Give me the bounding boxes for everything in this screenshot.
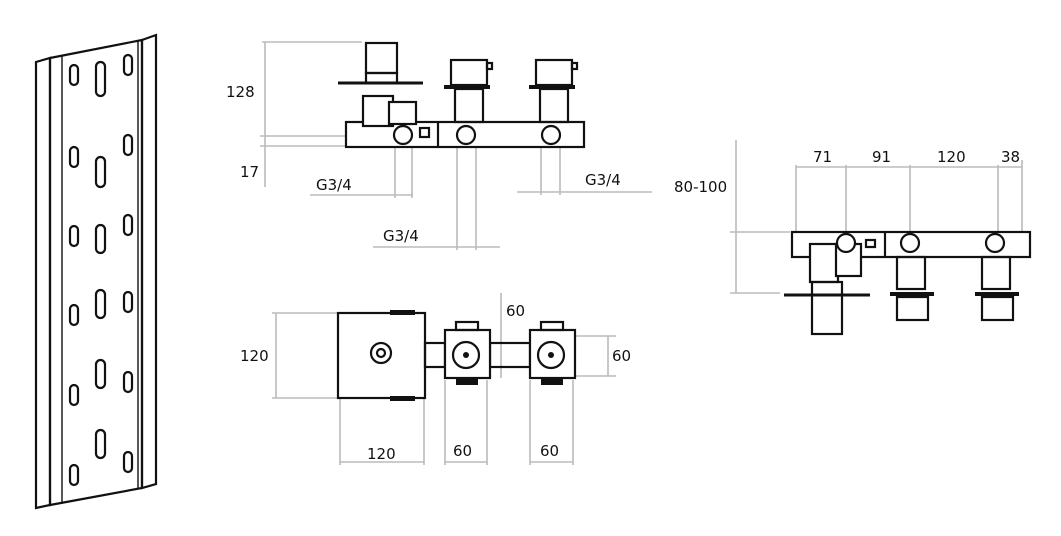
connection-label-left: G3/4	[316, 176, 352, 194]
front-view: 128 17 G3/4 G3/4 G3/4	[226, 41, 652, 250]
box-width-label: 120	[367, 445, 396, 463]
plan-view: 120 120 60 60 60 60	[240, 293, 631, 465]
plan-valve-2	[528, 320, 577, 385]
connection-label-middle: G3/4	[383, 227, 419, 245]
stop-valve-2	[529, 58, 579, 146]
height-label: 128	[226, 83, 255, 101]
box-height-label: 120	[240, 347, 269, 365]
connection-label-right: G3/4	[585, 171, 621, 189]
front-dimensions	[260, 41, 652, 250]
spacing-label: 71	[813, 148, 832, 166]
outlet-connection	[392, 124, 414, 146]
stop-valve-1	[444, 58, 494, 146]
depth-label: 80-100	[674, 178, 727, 196]
spacing-label: 120	[937, 148, 966, 166]
valve-width-label: 60	[540, 442, 559, 460]
side-view: 80-100 71 91 120 38	[674, 140, 1032, 336]
valve-depth-label: 60	[612, 347, 631, 365]
mounting-rail	[34, 33, 158, 510]
plan-valve-1	[443, 320, 492, 385]
side-valve-2	[975, 232, 1019, 322]
offset-label: 17	[240, 163, 259, 181]
side-valve-1	[890, 232, 934, 322]
pipe-offset-label: 60	[506, 302, 525, 320]
spacing-label: 38	[1001, 148, 1020, 166]
spacing-label: 91	[872, 148, 891, 166]
valve-width-label: 60	[453, 442, 472, 460]
rail-slots	[68, 53, 134, 487]
thermostat-cartridge	[364, 41, 399, 75]
